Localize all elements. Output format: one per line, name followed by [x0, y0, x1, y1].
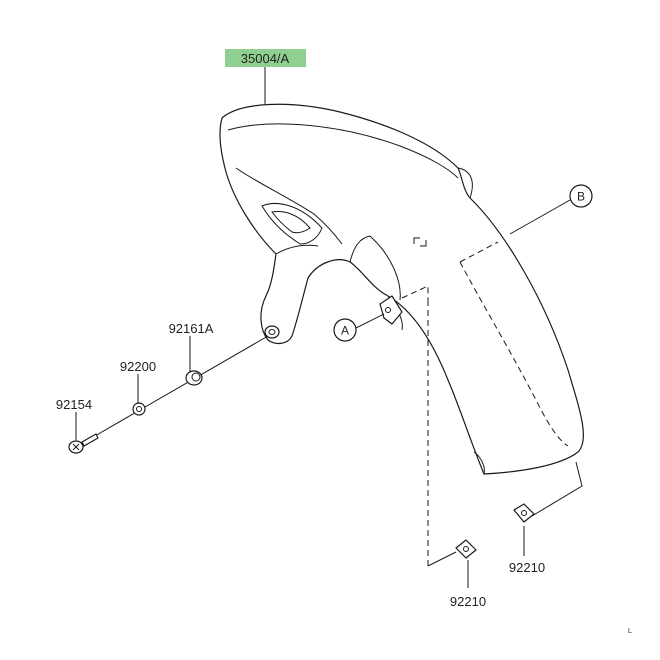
- nut-right-part[interactable]: [513, 503, 535, 523]
- callout-b-circle: [569, 184, 593, 208]
- locator-tab: [413, 237, 427, 247]
- fender-part-number[interactable]: 35004/A: [241, 51, 290, 66]
- callout-a[interactable]: A: [333, 318, 357, 342]
- nut-right-body: [513, 503, 535, 523]
- fender-vent-inner: [271, 211, 311, 234]
- page-marker: L: [628, 628, 632, 635]
- bolt-hole-outer: [264, 325, 280, 339]
- nut-right-part-number[interactable]: 92210: [509, 560, 545, 575]
- axis-line-bolt: [87, 335, 269, 441]
- hidden-line-rear-rail: [459, 261, 569, 447]
- collar-bore: [191, 372, 201, 382]
- fender-outline: [219, 103, 584, 475]
- leader-callout-a: [355, 313, 385, 329]
- collar-body: [185, 370, 203, 386]
- nut-lower-part-number[interactable]: 92210: [450, 594, 486, 609]
- fender-part-number-highlight: [225, 49, 306, 67]
- bolt-hole-inner: [268, 329, 276, 335]
- bolt-head-slot: [72, 443, 80, 451]
- fender-top-ridge: [227, 123, 459, 179]
- leader-callout-b: [509, 199, 571, 235]
- fender-vent-outer: [261, 203, 323, 245]
- callout-b-letter: B: [577, 190, 585, 204]
- fender-clip[interactable]: [379, 295, 403, 325]
- callout-a-letter: A: [341, 324, 349, 338]
- clip-hole: [385, 307, 391, 313]
- nut-lower-hole: [463, 546, 469, 552]
- nut-right-hole: [521, 510, 527, 516]
- mounting-boss[interactable]: [264, 325, 280, 339]
- leader-nut-right-path: [531, 461, 583, 517]
- fender-side-crease: [235, 167, 343, 245]
- fender-bottom-edge: [473, 451, 485, 475]
- fender-rear-fold: [457, 167, 473, 199]
- bolt-part-number[interactable]: 92154: [56, 397, 92, 412]
- fender-stay-inner: [349, 235, 371, 263]
- front-fender[interactable]: [219, 103, 584, 475]
- bolt-part[interactable]: [68, 433, 99, 454]
- nut-lower-body: [455, 539, 477, 559]
- hidden-line-inner-rail: [459, 241, 499, 263]
- callout-a-circle: [333, 318, 357, 342]
- collar-part[interactable]: [185, 370, 203, 386]
- fender-stay-front: [275, 244, 319, 255]
- fender-inner-edge: [369, 235, 401, 301]
- bolt-shank: [81, 433, 99, 447]
- washer-part-number[interactable]: 92200: [120, 359, 156, 374]
- leader-nut-lower-path: [427, 551, 457, 567]
- washer-hole: [136, 406, 142, 412]
- collar-part-number[interactable]: 92161A: [169, 321, 214, 336]
- callout-b[interactable]: B: [569, 184, 593, 208]
- washer-body: [132, 402, 146, 416]
- nut-lower-part[interactable]: [455, 539, 477, 559]
- washer-part[interactable]: [132, 402, 146, 416]
